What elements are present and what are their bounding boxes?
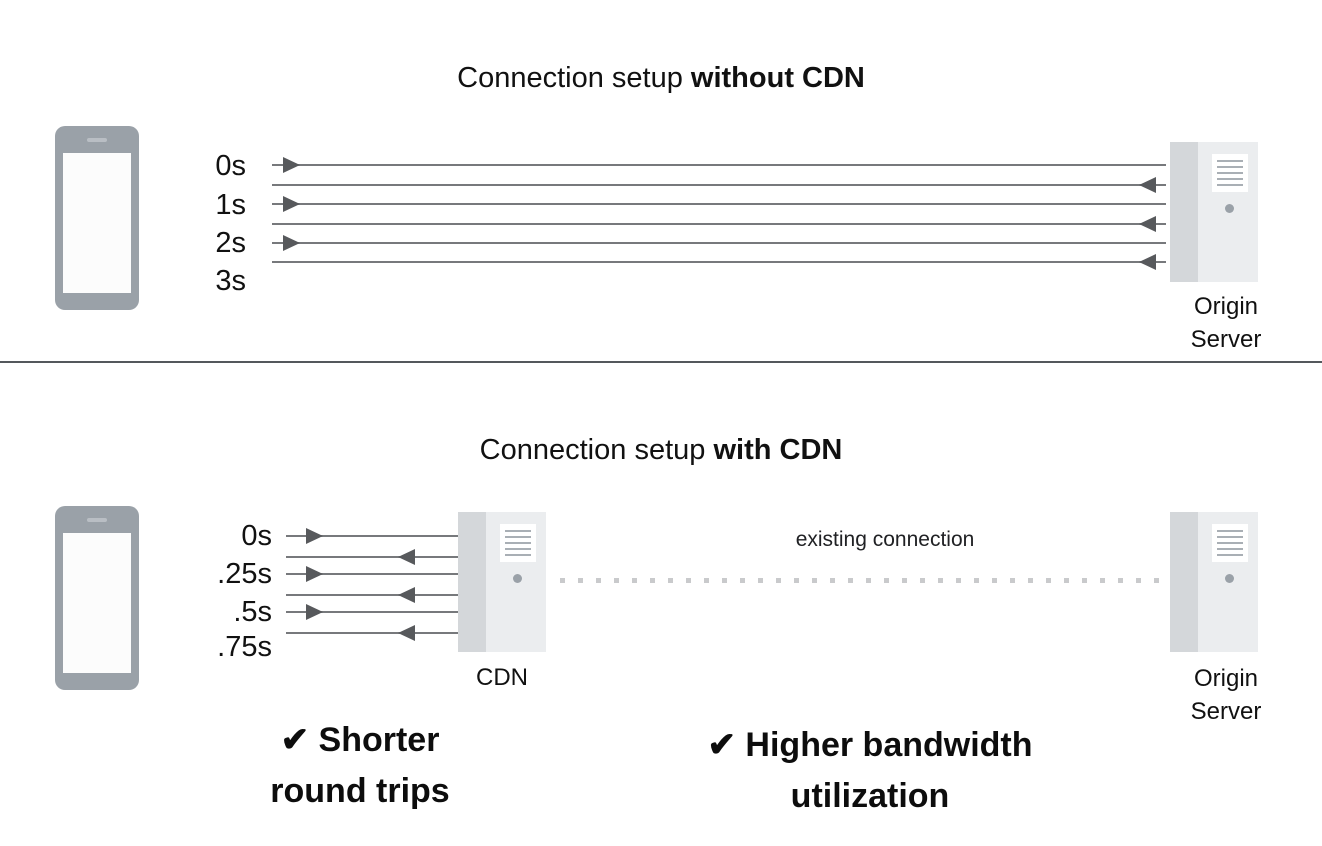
server-led-icon <box>513 574 522 583</box>
request-line <box>286 535 458 537</box>
request-line <box>286 573 458 575</box>
phone-screen <box>63 533 131 673</box>
phone-speaker-icon <box>87 138 107 142</box>
existing-connection-label: existing connection <box>795 528 975 551</box>
arrow-right-icon <box>283 196 300 212</box>
benefit-text: Higher bandwidth <box>745 726 1033 764</box>
benefit-text: Shorter <box>318 721 440 759</box>
time-label: 0s <box>215 150 246 182</box>
title-with-cdn: Connection setup with CDN <box>0 434 1322 467</box>
title-bold: with CDN <box>713 434 843 466</box>
arrow-right-icon <box>306 604 323 620</box>
cdn-server-icon <box>458 512 546 652</box>
arrow-left-icon <box>398 625 415 641</box>
check-icon: ✔ <box>707 726 736 764</box>
arrow-left-icon <box>398 587 415 603</box>
server-led-icon <box>1225 204 1234 213</box>
benefit-line: ✔ Higher bandwidth <box>590 720 1150 771</box>
time-label: 1s <box>215 189 246 221</box>
request-line <box>272 164 1166 166</box>
arrow-right-icon <box>306 566 323 582</box>
request-line <box>272 203 1166 205</box>
benefit-higher-bandwidth: ✔ Higher bandwidth utilization <box>590 720 1150 822</box>
server-panel <box>1170 142 1198 282</box>
origin-server-label: Origin Server <box>1168 662 1284 728</box>
server-vent-icon <box>500 524 536 562</box>
arrow-right-icon <box>283 157 300 173</box>
server-panel <box>1170 512 1198 652</box>
origin-server-label: Origin Server <box>1168 290 1284 356</box>
title-prefix: Connection setup <box>479 434 714 466</box>
phone-icon <box>55 126 139 310</box>
origin-server-icon <box>1170 512 1258 652</box>
title-bold: without CDN <box>690 62 865 94</box>
time-label: .5s <box>233 596 272 628</box>
response-line <box>286 594 458 596</box>
arrow-left-icon <box>1139 177 1156 193</box>
origin-server-label-line: Origin <box>1193 665 1259 692</box>
response-line <box>272 223 1166 225</box>
phone-speaker-icon <box>87 518 107 522</box>
time-label: 2s <box>215 227 246 259</box>
request-line <box>286 611 458 613</box>
phone-icon <box>55 506 139 690</box>
check-icon: ✔ <box>280 721 310 759</box>
server-led-icon <box>1225 574 1234 583</box>
origin-server-label-line: Origin <box>1193 293 1259 320</box>
server-vent-icon <box>1212 154 1248 192</box>
time-label: .75s <box>217 631 272 663</box>
arrow-left-icon <box>1139 254 1156 270</box>
title-without-cdn: Connection setup without CDN <box>0 62 1322 95</box>
arrow-right-icon <box>283 235 300 251</box>
origin-server-icon <box>1170 142 1258 282</box>
time-label: .25s <box>217 558 272 590</box>
request-line <box>272 242 1166 244</box>
arrow-left-icon <box>1139 216 1156 232</box>
server-vent-icon <box>1212 524 1248 562</box>
response-line <box>272 261 1166 263</box>
origin-server-label-line: Server <box>1190 326 1262 354</box>
section-divider <box>0 361 1322 363</box>
server-panel <box>458 512 486 652</box>
benefit-shorter-round-trips: ✔ Shorter round trips <box>190 715 530 817</box>
benefit-line: round trips <box>270 772 450 810</box>
response-line <box>272 184 1166 186</box>
response-line <box>286 632 458 634</box>
dotted-connection-line <box>560 578 1162 583</box>
benefit-line: ✔ Shorter <box>190 715 530 766</box>
origin-server-label-line: Server <box>1190 698 1262 726</box>
arrow-left-icon <box>398 549 415 565</box>
time-label: 3s <box>215 265 246 297</box>
title-prefix: Connection setup <box>457 62 691 94</box>
response-line <box>286 556 458 558</box>
time-label: 0s <box>241 520 272 552</box>
arrow-right-icon <box>306 528 323 544</box>
phone-screen <box>63 153 131 293</box>
cdn-label: CDN <box>476 664 528 691</box>
benefit-line: utilization <box>790 777 950 815</box>
